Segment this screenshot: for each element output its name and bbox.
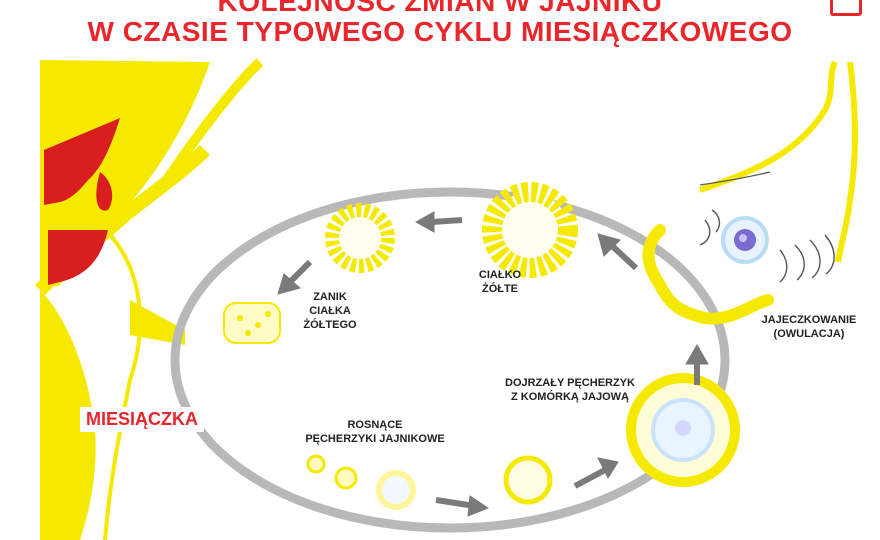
label-menstruation: MIESIĄCZKA — [80, 407, 204, 432]
fimbria-4 — [794, 244, 805, 281]
blood-drop-2 — [48, 230, 108, 285]
arrow-mature-to-ovulation-head — [685, 344, 709, 365]
uterus-lower — [40, 290, 96, 540]
follicle-small-1 — [306, 454, 326, 474]
ruptured-follicle — [642, 224, 774, 325]
arrow-ovulation-to-luteum — [607, 241, 639, 271]
menstrual-blood — [44, 118, 120, 205]
corpus-albicans-dot — [265, 311, 271, 317]
corpus-luteum-young — [325, 203, 395, 273]
page-title-line2: W CZASIE TYPOWEGO CYKLU MIESIĄCZKOWEGO — [87, 16, 793, 47]
egg-cell-in-follicle — [675, 420, 691, 436]
corpus-albicans — [223, 302, 281, 344]
fimbria-2 — [699, 219, 711, 246]
corpus-albicans-dot — [245, 330, 251, 336]
label-corpus-luteum-regression: ZANIK CIAŁKA ŻÓŁTEGO — [303, 291, 357, 331]
label-mature-follicle: DOJRZAŁY PĘCHERZYK Z KOMÓRKĄ JAJOWĄ — [505, 377, 635, 403]
uterus-inner-line — [98, 223, 142, 540]
blood-drop-1 — [96, 172, 113, 211]
corpus-luteum — [482, 182, 578, 278]
arrow-follicles-to-large-head — [467, 495, 490, 517]
label-ovulation: JAJECZKOWANIE (OWULACJA) — [761, 314, 857, 340]
arrow-young-to-albicans — [287, 259, 313, 285]
fimbria-5 — [809, 239, 821, 279]
label-growing-follicles: ROSNĄCE PĘCHERZYKI JAJNIKOWE — [305, 419, 445, 445]
arrow-large-to-mature — [573, 467, 607, 489]
arrow-luteum-to-young — [431, 217, 463, 225]
fimbria-tube — [699, 60, 838, 193]
label-corpus-luteum: CIAŁKO ŻÓŁTE — [478, 269, 522, 295]
arrow-large-to-mature-head — [597, 457, 619, 480]
arrow-young-to-albicans-head — [277, 273, 302, 295]
page-title-line1: KOLEJNOŚĆ ZMIAN W JAJNIKU — [217, 0, 663, 17]
arrow-luteum-to-young-head — [414, 211, 435, 233]
fimbria-top — [699, 171, 771, 186]
arrow-follicles-to-large — [435, 497, 476, 509]
fimbria-tube-outer — [835, 61, 858, 263]
corpus-albicans-dot — [237, 315, 243, 321]
ovary-outline — [170, 187, 730, 533]
corpus-albicans-dot — [255, 322, 261, 328]
ovarian-ligament — [130, 300, 185, 345]
corner-badge — [830, 0, 862, 16]
follicle-large — [503, 455, 553, 505]
arrow-ovulation-to-luteum-head — [597, 233, 621, 257]
fimbria-6 — [824, 234, 835, 275]
fimbria-3 — [779, 249, 788, 283]
fallopian-tube — [155, 58, 264, 193]
fimbria-1 — [711, 209, 721, 233]
egg-nucleus — [739, 234, 747, 242]
follicle-small-2 — [334, 466, 358, 490]
follicle-medium — [376, 470, 416, 510]
